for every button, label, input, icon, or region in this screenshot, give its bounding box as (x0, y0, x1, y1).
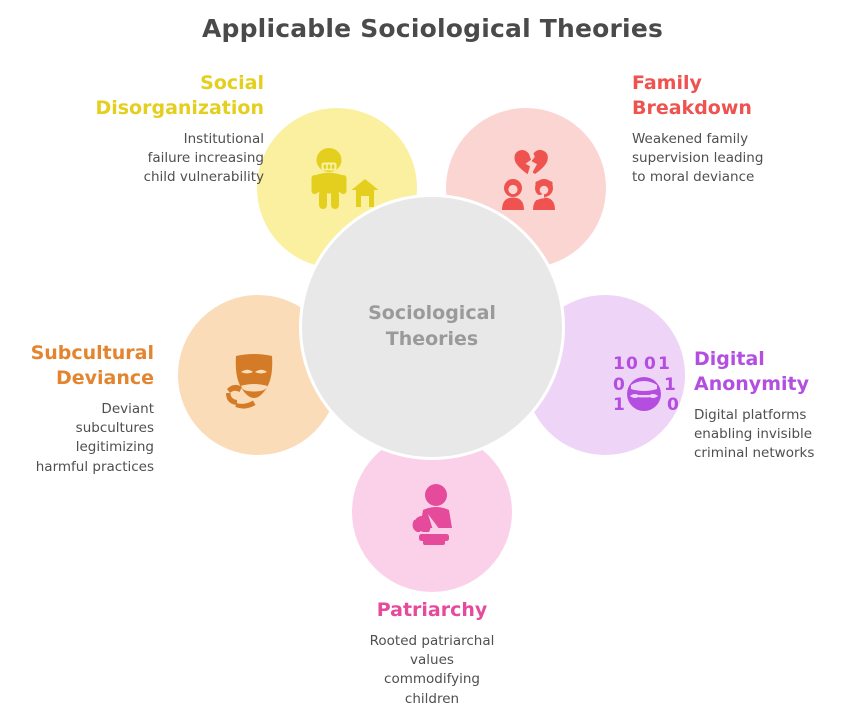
label-social-disorganization: Social Disorganization Institutional fai… (18, 71, 264, 188)
page-title: Applicable Sociological Theories (201, 14, 664, 43)
broken-heart-family-icon (494, 148, 566, 210)
center-label: Sociological Theories (368, 302, 496, 350)
heading-social-disorganization: Social Disorganization (95, 72, 264, 120)
center-circle: Sociological Theories (299, 194, 565, 460)
binary-masked-face-icon: 1 0 0 1 0 1 1 0 (611, 353, 685, 413)
svg-text:0: 0 (667, 395, 679, 413)
svg-text:0: 0 (644, 354, 656, 374)
heading-patriarchy: Patriarchy (376, 599, 488, 621)
child-house-icon (303, 148, 379, 210)
label-digital-anonymity: Digital Anonymity Digital platforms enab… (694, 347, 859, 464)
svg-text:1: 1 (613, 395, 625, 413)
petal-patriarchy[interactable] (349, 429, 515, 595)
label-family-breakdown: Family Breakdown Weakened family supervi… (632, 71, 857, 188)
description-family-breakdown: Weakened family supervision leading to m… (632, 131, 764, 186)
heading-family-breakdown: Family Breakdown (632, 72, 752, 120)
theater-mask-icon (222, 353, 286, 411)
description-subcultural-deviance: Deviant subcultures legitimizing harmful… (35, 401, 154, 475)
svg-text:0: 0 (626, 354, 638, 374)
label-patriarchy: Patriarchy Rooted patriarchal values com… (327, 598, 537, 709)
heading-digital-anonymity: Digital Anonymity (694, 348, 809, 396)
heading-subcultural-deviance: Subcultural Deviance (30, 342, 154, 390)
label-subcultural-deviance: Subcultural Deviance Deviant subcultures… (8, 341, 154, 477)
svg-text:1: 1 (658, 354, 670, 374)
svg-text:0: 0 (613, 375, 625, 395)
description-digital-anonymity: Digital platforms enabling invisible cri… (694, 407, 815, 462)
svg-text:1: 1 (613, 354, 625, 374)
svg-text:1: 1 (664, 375, 676, 395)
description-social-disorganization: Institutional failure increasing child v… (143, 131, 264, 186)
mother-child-icon (400, 482, 466, 546)
description-patriarchy: Rooted patriarchal values commodifying c… (369, 633, 495, 707)
